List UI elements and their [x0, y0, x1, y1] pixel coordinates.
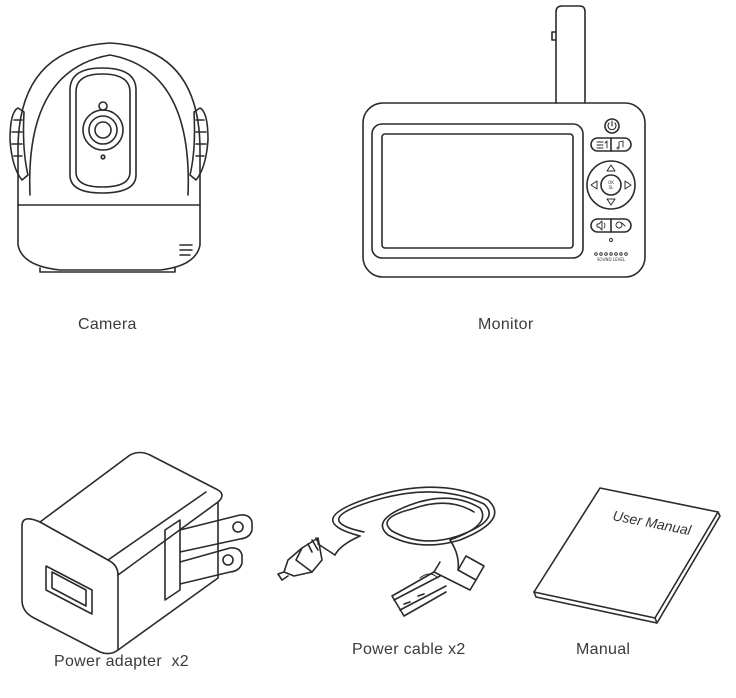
caption-camera: Camera: [78, 316, 137, 333]
camera-illustration: [9, 42, 209, 273]
navigation-dpad[interactable]: [586, 160, 636, 210]
caption-power-cable: Power cable x2: [352, 641, 466, 658]
ok-sub-label: SL: [609, 185, 615, 190]
sound-level-label: SOUND LEVEL: [597, 257, 626, 262]
talk-icon[interactable]: [615, 221, 626, 229]
power-cable-illustration: [277, 486, 496, 617]
caption-monitor: Monitor: [478, 316, 534, 333]
music-icon[interactable]: [616, 140, 624, 150]
sound-level-indicator: [594, 252, 628, 256]
arrow-right-icon: [624, 180, 632, 190]
power-icon[interactable]: [604, 118, 620, 134]
power-adapter-illustration: [21, 451, 253, 655]
monitor-illustration: OK SL SOUND LEVEL: [362, 5, 646, 278]
arrow-up-icon: [606, 164, 616, 172]
manual-illustration: User Manual: [533, 487, 721, 624]
caption-power-adapter: Power adapter x2: [54, 653, 189, 670]
menu-back-icon[interactable]: [596, 140, 608, 149]
caption-manual: Manual: [576, 641, 631, 658]
ok-label: OK: [608, 180, 614, 185]
arrow-down-icon: [606, 198, 616, 206]
arrow-left-icon: [590, 180, 598, 190]
volume-icon[interactable]: [596, 220, 606, 231]
manual-cover-title: User Manual: [611, 507, 693, 538]
